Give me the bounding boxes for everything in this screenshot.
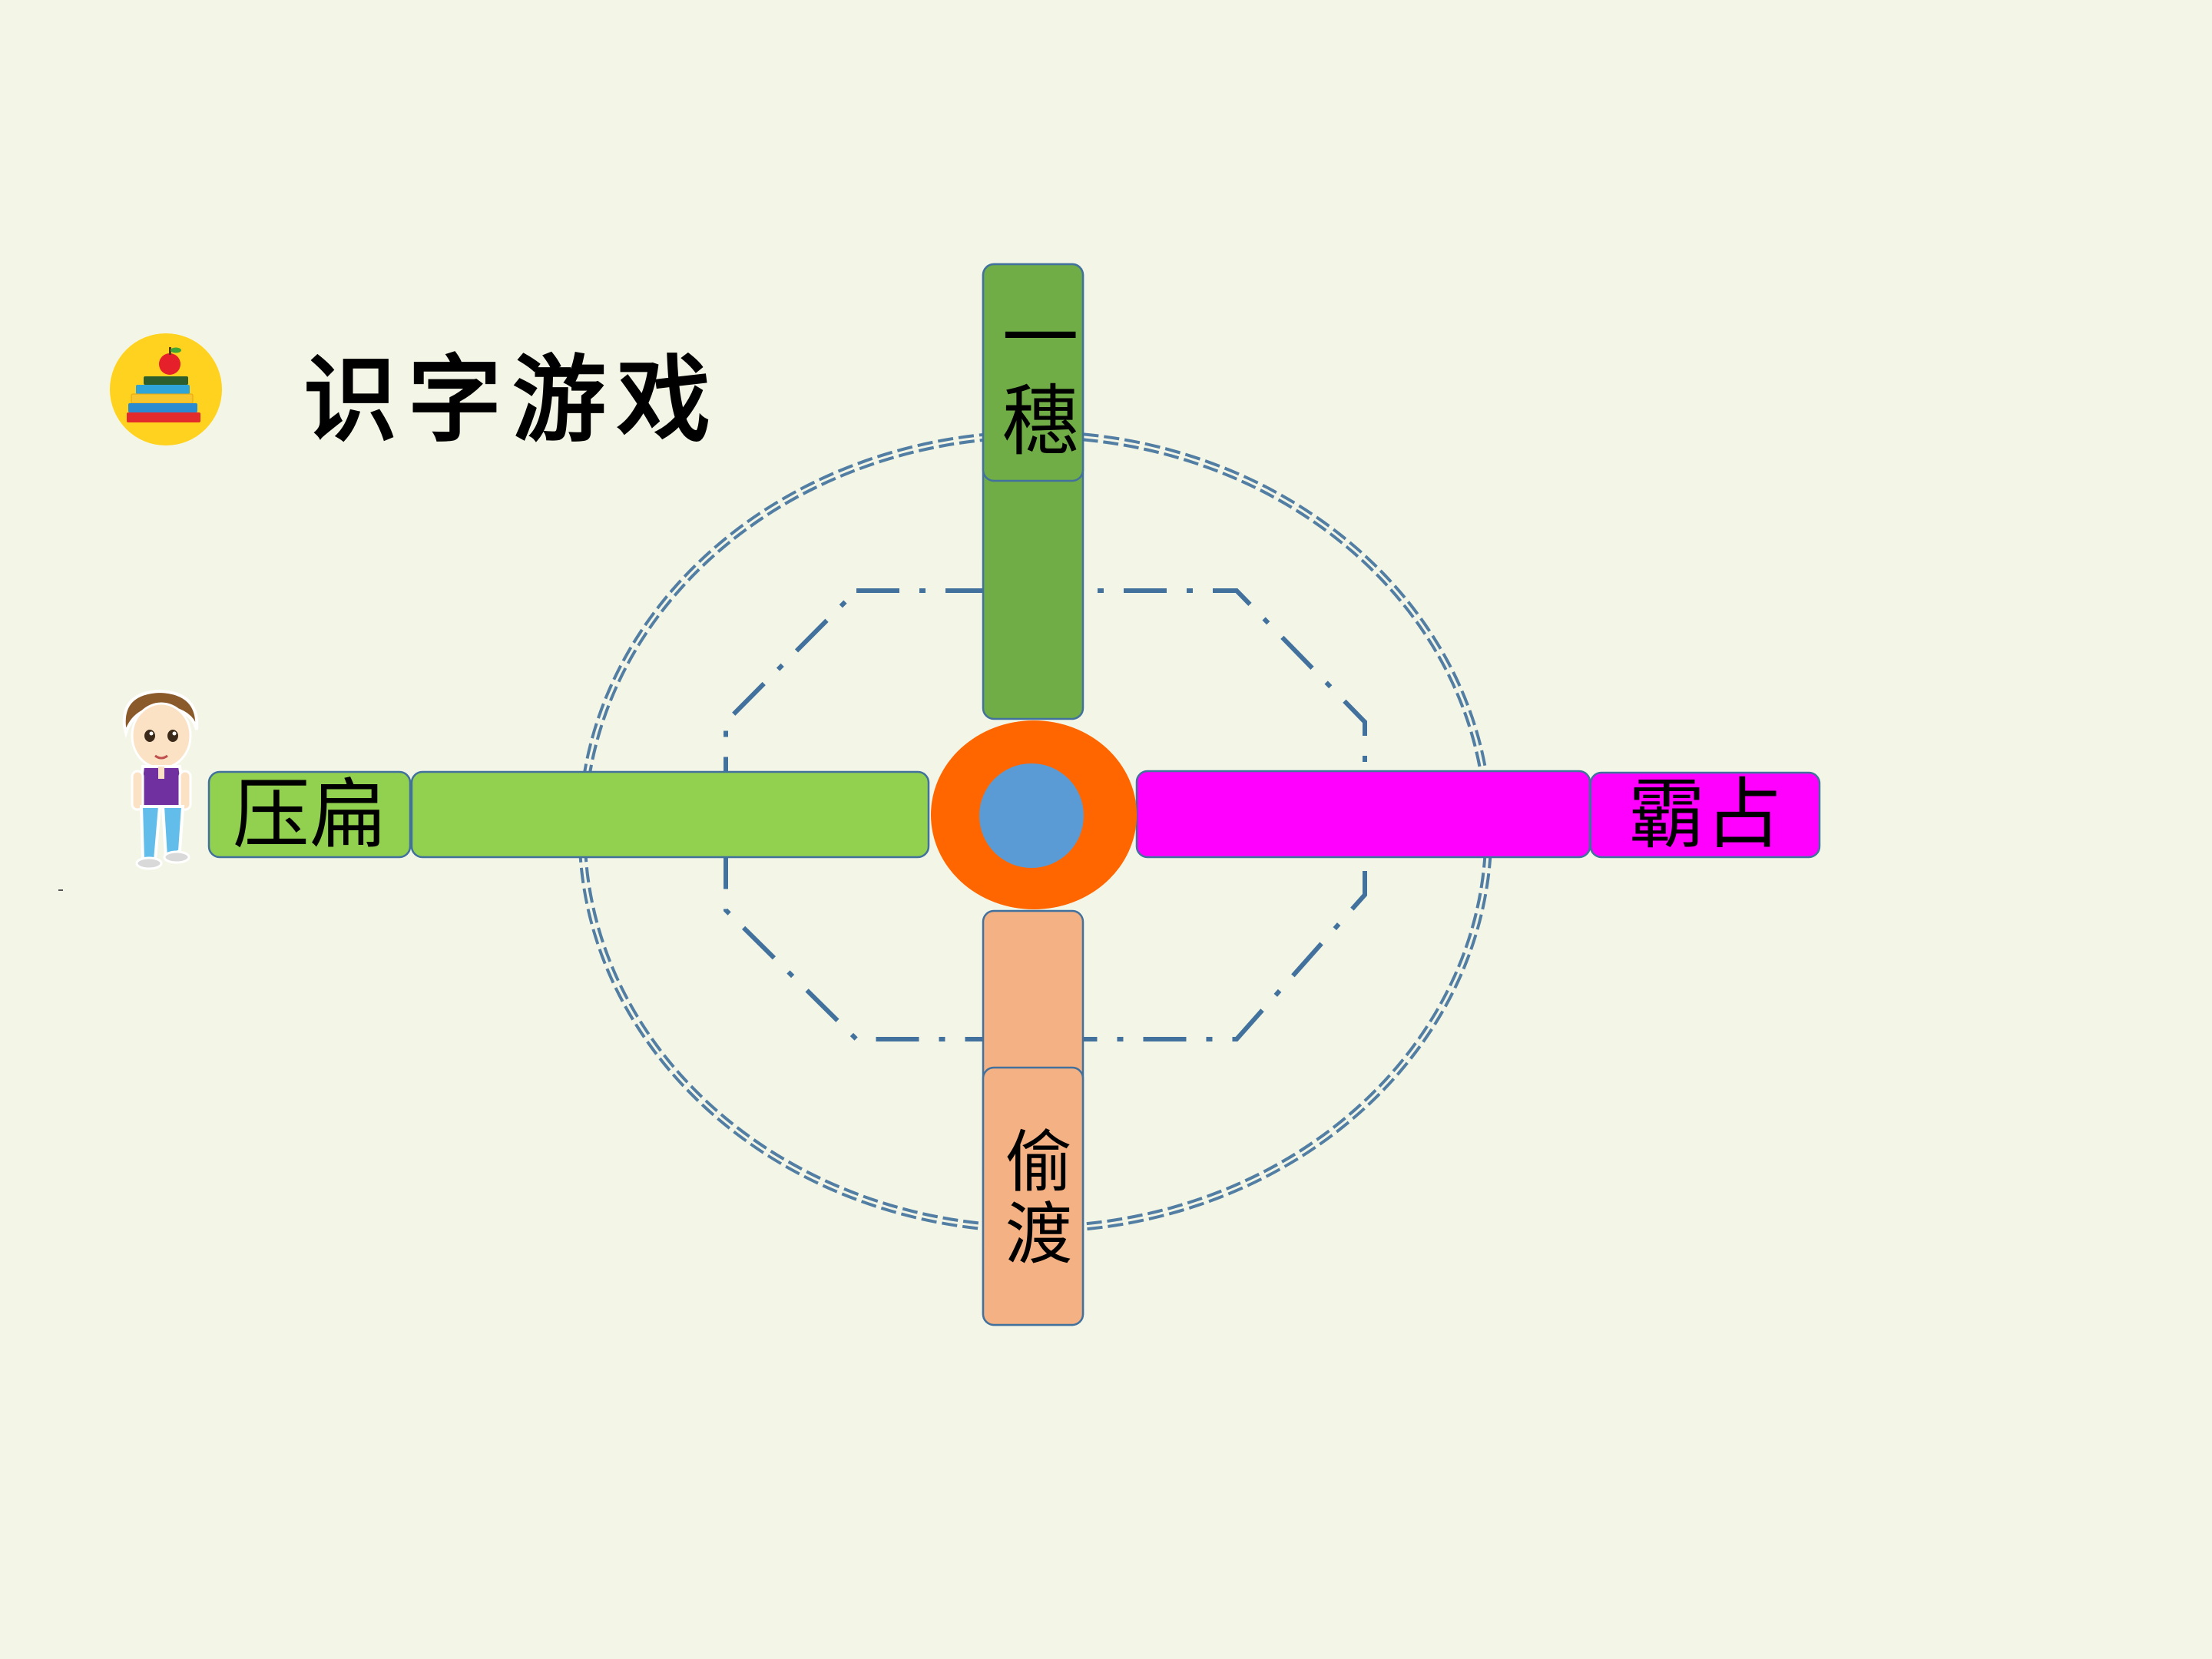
top-bar (982, 263, 1084, 720)
left-bar-body (410, 770, 930, 859)
stray-mark (58, 889, 63, 891)
right-bar (1135, 770, 1821, 859)
book-stack-apple-icon (110, 333, 222, 445)
left-bar (207, 770, 930, 859)
bottom-bar (982, 909, 1084, 1326)
hub-center-dot[interactable] (979, 763, 1084, 868)
page-title: 识字游戏 (303, 344, 721, 455)
top-word-card-label[interactable]: 一穗 (982, 292, 1084, 469)
bottom-word-card-label[interactable]: 偷渡 (982, 1114, 1084, 1283)
right-bar-body (1135, 770, 1591, 859)
right-word-card (1589, 771, 1821, 859)
boy-character-icon (115, 687, 207, 873)
left-word-card (207, 770, 412, 859)
right-word: 霸占 (1628, 770, 1782, 859)
bottom-word: 偷渡 (994, 1126, 1073, 1270)
right-word-card-label[interactable]: 霸占 (1591, 773, 1820, 857)
left-word: 压扁 (233, 769, 386, 859)
top-word-card (982, 263, 1084, 482)
bottom-word-card (982, 1066, 1084, 1326)
top-word: 一穗 (988, 297, 1078, 463)
left-word-card-label[interactable]: 压扁 (209, 772, 410, 857)
